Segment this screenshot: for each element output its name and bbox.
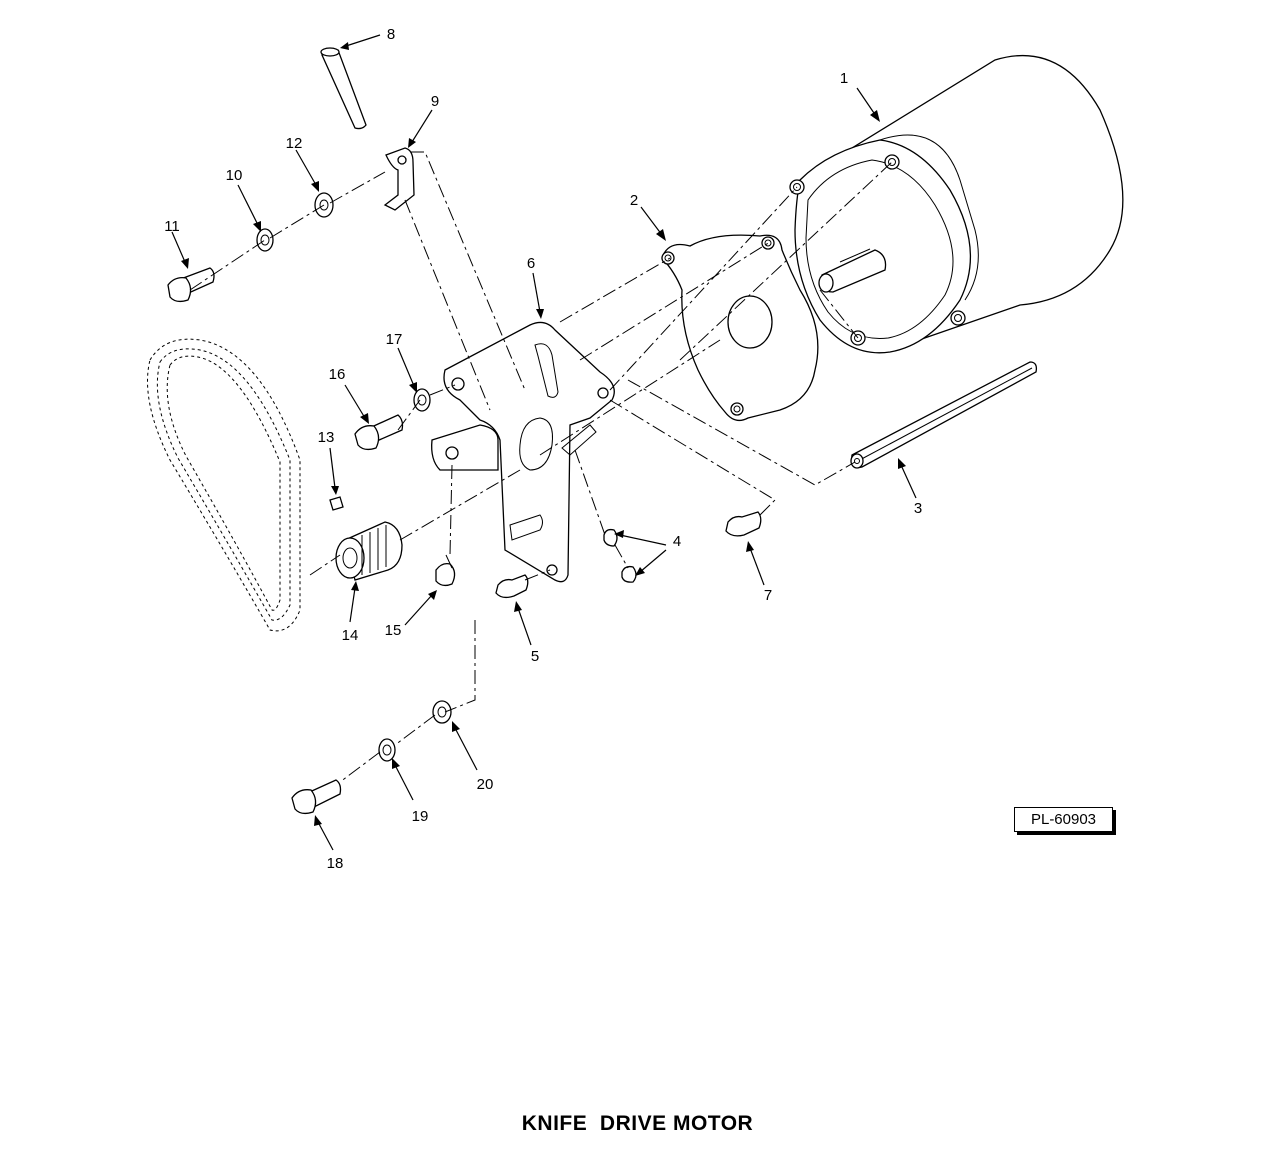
center-lines bbox=[189, 151, 893, 783]
callout-17: 17 bbox=[386, 331, 403, 348]
callout-19: 19 bbox=[412, 808, 429, 825]
callout-9: 9 bbox=[431, 93, 439, 110]
callout-15: 15 bbox=[385, 622, 402, 639]
part-bolts bbox=[167, 267, 404, 815]
part-motor bbox=[789, 54, 1124, 354]
callout-13: 13 bbox=[318, 429, 335, 446]
part-washers bbox=[256, 192, 452, 762]
callout-7: 7 bbox=[764, 587, 772, 604]
leader-lines bbox=[171, 34, 917, 851]
callout-labels: 1 2 3 4 5 6 7 8 9 10 11 12 13 14 15 16 1… bbox=[164, 26, 922, 872]
callout-1: 1 bbox=[840, 70, 848, 87]
callout-8: 8 bbox=[387, 26, 395, 43]
part-small-bracket bbox=[383, 147, 415, 211]
part-belt bbox=[147, 338, 301, 632]
callout-6: 6 bbox=[527, 255, 535, 272]
callout-11: 11 bbox=[164, 218, 180, 235]
callout-20: 20 bbox=[477, 776, 494, 793]
callout-18: 18 bbox=[327, 855, 344, 872]
part-pin bbox=[320, 47, 367, 130]
part-pulley bbox=[335, 521, 403, 581]
callout-12: 12 bbox=[286, 135, 303, 152]
diagram-title: KNIFE DRIVE MOTOR bbox=[521, 1112, 754, 1135]
part-standoff bbox=[850, 361, 1038, 469]
plate-number-box: PL-60903 bbox=[1014, 807, 1113, 832]
callout-2: 2 bbox=[630, 192, 638, 209]
part-fasteners bbox=[329, 496, 762, 599]
callout-5: 5 bbox=[531, 648, 539, 665]
callout-14: 14 bbox=[342, 627, 359, 644]
callout-10: 10 bbox=[226, 167, 243, 184]
part-gasket bbox=[661, 234, 819, 422]
callout-4: 4 bbox=[673, 533, 681, 550]
part-bracket bbox=[431, 321, 615, 583]
plate-number: PL-60903 bbox=[1030, 811, 1097, 828]
callout-3: 3 bbox=[914, 500, 922, 517]
callout-16: 16 bbox=[329, 366, 346, 383]
